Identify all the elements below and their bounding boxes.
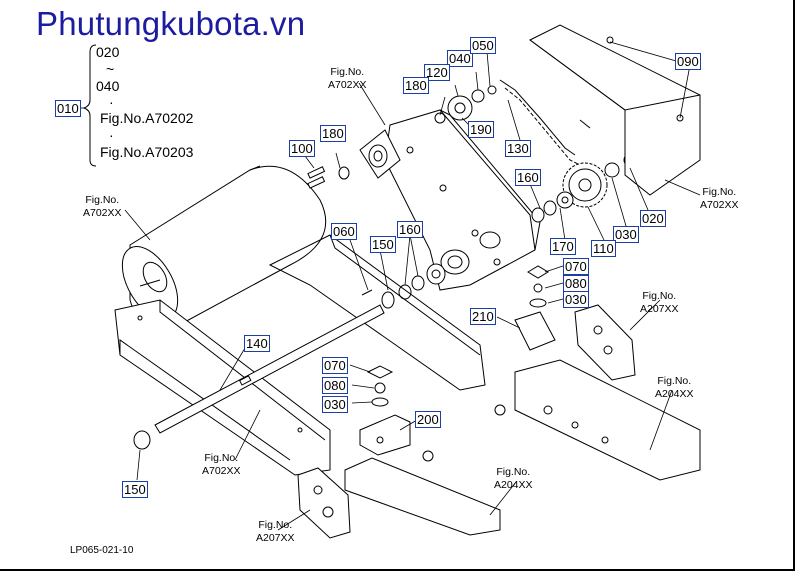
part-label-050[interactable]: 050 <box>470 37 496 54</box>
range-dot-1: · <box>109 94 114 110</box>
sprocket-small <box>434 85 497 124</box>
drawing-id: LP065-021-10 <box>70 545 134 556</box>
part-label-180-top[interactable]: 180 <box>403 77 429 94</box>
part-label-040[interactable]: 040 <box>447 50 473 67</box>
part-label-130[interactable]: 130 <box>505 140 531 157</box>
drum-cylinder <box>121 165 327 332</box>
shaft <box>133 304 385 450</box>
range-bracket <box>82 44 97 167</box>
collar-set-left <box>381 263 446 309</box>
wing-bolt-mid <box>366 365 394 407</box>
bearing-flange-top <box>359 129 401 179</box>
range-dot-2: · <box>109 127 114 143</box>
range-fig-2: Fig.No.A70203 <box>100 144 194 160</box>
part-label-180-left[interactable]: 180 <box>320 125 346 142</box>
part-label-190[interactable]: 190 <box>468 121 494 138</box>
frame-beam-lower-mid <box>344 450 501 536</box>
part-label-110[interactable]: 110 <box>591 240 616 257</box>
range-fig-1: Fig.No.A70202 <box>100 110 194 126</box>
fig-ref-a204-bottom: Fig.No.A204XX <box>494 466 533 491</box>
part-label-030-top[interactable]: 030 <box>613 226 639 243</box>
part-label-010[interactable]: 010 <box>55 100 81 117</box>
part-label-070-mid[interactable]: 070 <box>322 357 348 374</box>
part-label-020[interactable]: 020 <box>640 210 666 227</box>
part-label-160-left[interactable]: 160 <box>397 221 423 238</box>
part-label-150-bottom[interactable]: 150 <box>122 481 148 498</box>
range-from: 020 <box>96 44 120 60</box>
part-label-160-right[interactable]: 160 <box>515 169 541 186</box>
side-plate-right <box>574 304 636 381</box>
fig-ref-a204-right: Fig.No.A204XX <box>655 375 694 400</box>
part-label-210[interactable]: 210 <box>470 308 496 325</box>
bracket-200 <box>359 414 411 456</box>
site-title: Phutungkubota.vn <box>36 5 306 42</box>
part-label-090[interactable]: 090 <box>675 53 701 70</box>
range-tilde: ~ <box>106 61 115 77</box>
part-label-120[interactable]: 120 <box>424 64 450 81</box>
part-label-060[interactable]: 060 <box>331 223 357 240</box>
pin-and-collar <box>307 166 350 189</box>
bracket-210 <box>514 311 556 351</box>
wing-bolt-right <box>527 265 549 308</box>
diagram-frame <box>0 0 795 571</box>
chain-cover <box>529 24 701 196</box>
frame-beam-right <box>494 359 701 481</box>
fig-ref-a207-bottom: Fig.No.A207XX <box>256 519 295 544</box>
part-label-170[interactable]: 170 <box>550 238 576 255</box>
frame-beam-left <box>114 299 331 476</box>
range-to: 040 <box>96 78 120 94</box>
collar-set-right <box>531 191 574 223</box>
fig-ref-a702-right: Fig.No.A702XX <box>700 186 739 211</box>
part-label-150-top[interactable]: 150 <box>370 236 396 253</box>
chain <box>499 79 581 166</box>
part-label-070-right[interactable]: 070 <box>563 258 589 275</box>
part-label-030-mid[interactable]: 030 <box>322 396 348 413</box>
part-label-100[interactable]: 100 <box>289 140 315 157</box>
fig-ref-a207-right: Fig.No.A207XX <box>640 290 679 315</box>
fig-ref-a702-top: Fig.No.A702XX <box>328 66 367 91</box>
part-label-080-mid[interactable]: 080 <box>322 377 348 394</box>
part-label-030-right[interactable]: 030 <box>563 291 589 308</box>
fig-ref-a702-bottom: Fig.No.A702XX <box>202 452 241 477</box>
gearbox-case <box>384 109 541 291</box>
fig-ref-a702-left: Fig.No.A702XX <box>83 194 122 219</box>
part-label-080-right[interactable]: 080 <box>563 275 589 292</box>
part-label-140[interactable]: 140 <box>244 335 270 352</box>
sprocket-large <box>562 153 637 208</box>
side-plate-bottom <box>297 467 351 539</box>
part-label-200[interactable]: 200 <box>415 411 441 428</box>
